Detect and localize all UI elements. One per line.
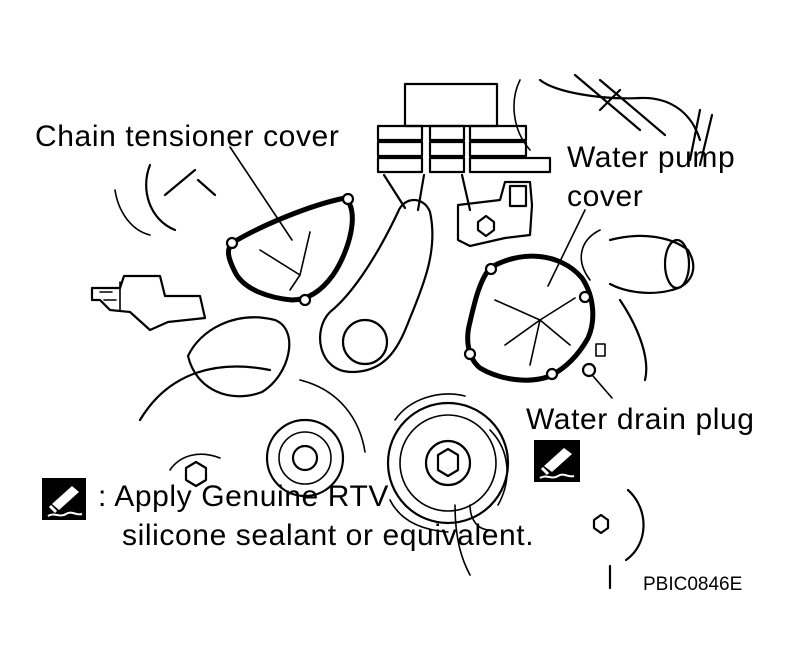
crankshaft-pulley: [386, 401, 510, 525]
bolt: [463, 347, 477, 361]
bolt: [578, 290, 592, 304]
legend-line2: silicone sealant or equivalent.: [122, 519, 535, 552]
water-pump-cover-label-line1: Water pump: [567, 141, 736, 174]
idler-pulley: [341, 318, 389, 366]
chain-tensioner-cover-gasket: [225, 195, 355, 303]
bolt: [545, 367, 559, 381]
top-reservoir: [403, 82, 499, 128]
water-drain-plug: [581, 362, 597, 378]
bolt: [298, 293, 312, 307]
bolt: [341, 192, 355, 206]
bolt: [225, 236, 239, 250]
water-pump-cover-label-line2: cover: [567, 180, 644, 213]
sealant-tube-icon: [534, 440, 580, 482]
power-steering-pulley: [265, 418, 345, 498]
legend-line1: : Apply Genuine RTV: [98, 480, 390, 513]
chain-tensioner-cover-label: Chain tensioner cover: [35, 120, 340, 153]
bolt: [484, 262, 498, 276]
water-drain-plug-label: Water drain plug: [526, 403, 755, 436]
sealant-tube-icon: [42, 478, 86, 520]
figure-code: PBIC0846E: [643, 574, 743, 595]
center-grid: [376, 124, 552, 212]
